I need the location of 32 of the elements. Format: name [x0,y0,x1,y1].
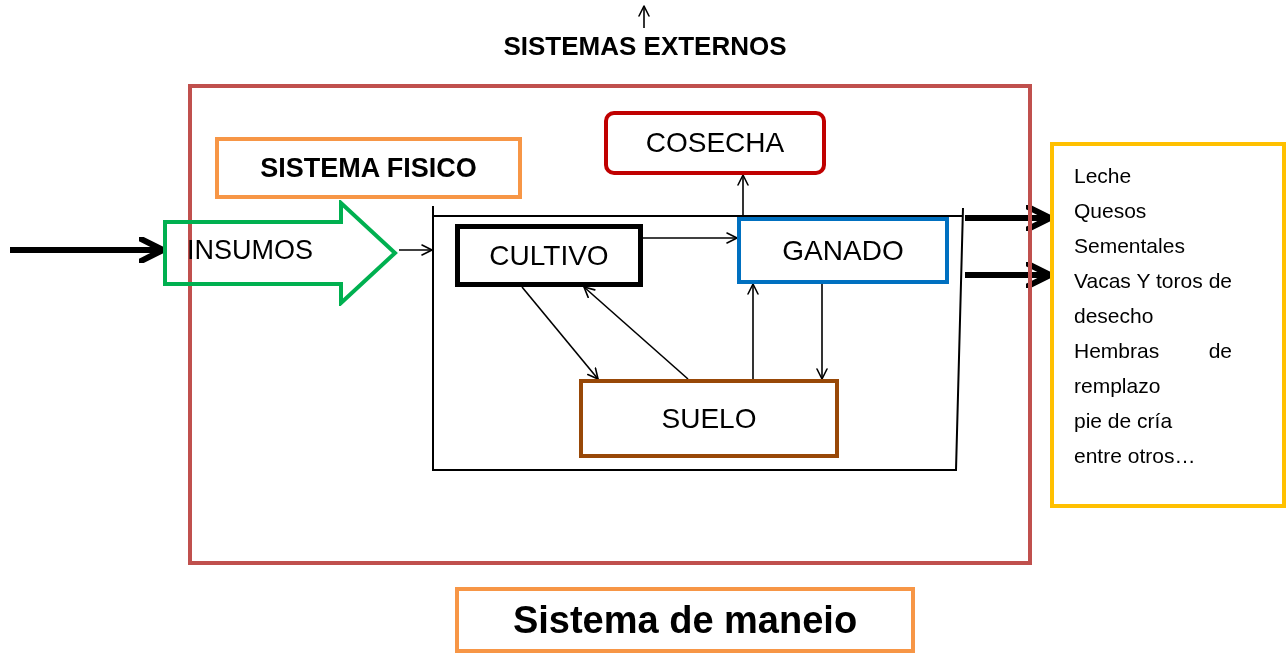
arrow [583,286,689,380]
arrow [747,283,759,380]
list-item: entre otros… [1074,443,1197,469]
block-arrow-shape [163,200,399,306]
output-box [1050,142,1286,508]
arrow [398,244,433,256]
process-box [455,224,643,287]
arrow [816,283,828,380]
arrow [10,236,166,264]
process-box [737,217,949,284]
arrow [965,204,1053,232]
box-label: SUELO [661,402,757,435]
box-label: SISTEMA FISICO [260,152,477,184]
arrow [965,261,1053,289]
box-label: Sistema de maneio [512,598,858,642]
process-box [215,137,522,199]
process-box [455,587,915,653]
list-item: Vacas Y toros de desecho [1074,268,1232,329]
list-item: pie de cría [1074,408,1174,434]
process-box [604,111,826,175]
box-label: COSECHA [645,127,785,159]
arrow [737,174,749,218]
box-label: GANADO [782,234,904,267]
list-item: Quesos [1074,198,1148,224]
list-item: Leche [1074,163,1133,189]
process-box [579,379,839,458]
list-item: Sementales [1074,233,1186,259]
heading: SISTEMAS EXTERNOS [455,28,835,64]
arrow [521,286,599,380]
arrow [642,232,738,244]
arrow [638,5,650,29]
box-label: CULTIVO [489,239,609,272]
